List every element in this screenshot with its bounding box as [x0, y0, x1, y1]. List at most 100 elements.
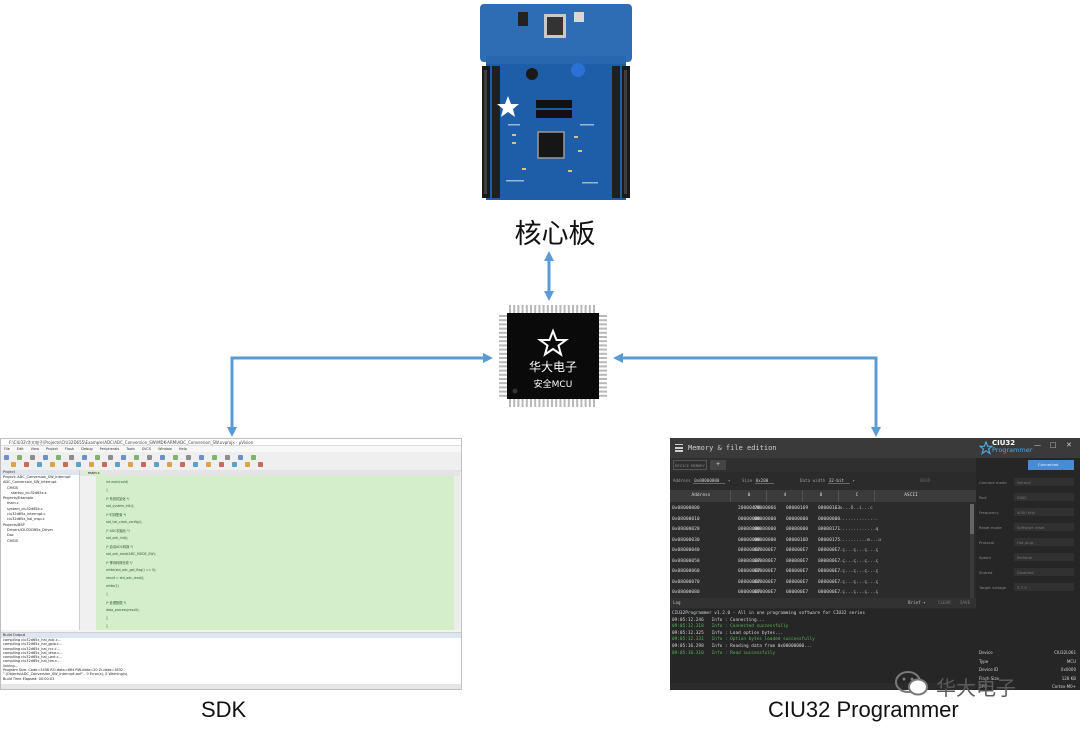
watermark-text: 华大电子	[936, 676, 1016, 700]
memory-scrollbar[interactable]	[970, 504, 974, 600]
menu-item-flash[interactable]: Flash	[64, 447, 75, 451]
setting-field[interactable]: Reliable	[1014, 553, 1074, 561]
toolbar-icon[interactable]	[225, 455, 230, 460]
toolbar-icon[interactable]	[82, 455, 87, 460]
toolbar-icon[interactable]	[101, 462, 107, 467]
log-area: CIU32Programmer v1.2.0 - All in one prog…	[670, 609, 976, 683]
setting-field[interactable]: Software reset	[1014, 523, 1074, 531]
editor-scrollbar[interactable]	[454, 476, 460, 630]
memory-ascii: ..x...Ò..i...c	[834, 506, 873, 511]
memory-cell: 080000E7	[818, 590, 841, 595]
toolbar-icon[interactable]	[205, 462, 211, 467]
build-output-line: compiling ciu32d65x_hal_tim.c...	[3, 659, 61, 664]
toolbar-icon[interactable]	[95, 455, 100, 460]
data-width-control[interactable]: Data width 32-bit ▾	[800, 478, 855, 484]
toolbar-icon[interactable]	[88, 462, 94, 467]
setting-field[interactable]: 4000 kHz	[1014, 508, 1074, 516]
project-tree-item[interactable]: ADC_Conversion_SW_Interrupt	[3, 480, 57, 485]
toolbar-icon[interactable]	[4, 455, 9, 460]
toolbar-icon[interactable]	[43, 455, 48, 460]
tab-device-memory[interactable]: DEVICE MEMORY	[673, 460, 707, 470]
toolbar-icon[interactable]	[134, 455, 139, 460]
menu-item-edit[interactable]: Edit	[16, 447, 24, 451]
menu-item-tools[interactable]: Tools	[126, 447, 135, 451]
menu-item-project[interactable]: Project	[45, 447, 58, 451]
menu-item-window[interactable]: Window	[158, 447, 172, 451]
menu-item-file[interactable]: File	[4, 447, 10, 451]
maximize-icon[interactable]: □	[1050, 441, 1057, 449]
toolbar-icon[interactable]	[160, 455, 165, 460]
code-area[interactable]: int main(void){ /* 系统初始化 */ std_system_i…	[96, 476, 454, 630]
connect-button[interactable]	[1028, 460, 1074, 470]
project-tree-item[interactable]: Drivers/CIU32D65x_Driver	[7, 527, 54, 532]
address-control[interactable]: Address 0x08000000 ▾	[673, 478, 731, 484]
toolbar-icon[interactable]	[199, 455, 204, 460]
toolbar-icon[interactable]	[140, 462, 146, 467]
toolbar-icon[interactable]	[36, 462, 42, 467]
toolbar-icon[interactable]	[238, 455, 243, 460]
toolbar-icon[interactable]	[153, 462, 159, 467]
menu-item-help[interactable]: Help	[178, 447, 187, 451]
menu-icon[interactable]	[675, 444, 683, 452]
menu-item-view[interactable]: View	[30, 447, 39, 451]
toolbar-icon[interactable]	[147, 455, 152, 460]
tab-main-c[interactable]: main.c	[84, 471, 104, 475]
setting-field[interactable]: SWD	[1014, 493, 1074, 501]
toolbar-icon[interactable]	[75, 462, 81, 467]
project-tree-item[interactable]: CMSIS	[7, 538, 18, 543]
project-tree-item[interactable]: Project: ADC_Conversion_SW_Interrupt	[3, 475, 71, 479]
setting-field[interactable]: Normal	[1014, 478, 1074, 486]
toolbar-icon[interactable]	[192, 462, 198, 467]
close-icon[interactable]: ✕	[1066, 441, 1072, 449]
toolbar-icon[interactable]	[218, 462, 224, 467]
toolbar-icon[interactable]	[231, 462, 237, 467]
project-tree-item[interactable]: startup_ciu32d65x.s	[11, 490, 47, 495]
project-tree-item[interactable]: Projects/BSP	[3, 522, 25, 527]
project-tree-item[interactable]: ciu32d65x_interrupt.c	[7, 512, 46, 517]
toolbar-icon[interactable]	[186, 455, 191, 460]
size-control[interactable]: Size 0x200	[742, 474, 775, 488]
read-button[interactable]: READ	[920, 478, 931, 483]
project-tree-item[interactable]: ciu32d65x_hal_msp.c	[7, 517, 45, 522]
toolbar-icon[interactable]	[173, 455, 178, 460]
toolbar-icon[interactable]	[56, 455, 61, 460]
project-tree-item[interactable]: system_ciu32d65x.c	[7, 506, 43, 511]
minimize-icon[interactable]: —	[1034, 441, 1041, 449]
toolbar-icon[interactable]	[212, 455, 217, 460]
log-clear-button[interactable]: CLEAR	[938, 600, 951, 605]
project-tree-item[interactable]: Doc	[7, 533, 14, 538]
log-save-button[interactable]: SAVE	[960, 600, 971, 605]
sdk-menu-bar: File Edit View Project Flash Debug Peripherals…	[1, 446, 461, 452]
toolbar-icon[interactable]	[30, 455, 35, 460]
toolbar-icon[interactable]	[166, 462, 172, 467]
toolbar-icon[interactable]	[69, 455, 74, 460]
project-tree-item[interactable]: CMSIS	[7, 485, 18, 490]
setting-field[interactable]: Disabled	[1014, 568, 1074, 576]
toolbar-icon[interactable]	[251, 455, 256, 460]
setting-field[interactable]: 3.3 V	[1014, 583, 1074, 591]
toolbar-icon[interactable]	[114, 462, 120, 467]
add-tab-button[interactable]: +	[710, 460, 726, 470]
toolbar-icon[interactable]	[49, 462, 55, 467]
toolbar-icon[interactable]	[127, 462, 133, 467]
toolbar-icon[interactable]	[23, 462, 29, 467]
toolbar-icon[interactable]	[108, 455, 113, 460]
sdk-project-panel: Project Project: ADC_Conversion_SW_Inter…	[1, 470, 80, 630]
toolbar-icon[interactable]	[121, 455, 126, 460]
toolbar-icon[interactable]	[62, 462, 68, 467]
code-line: while(std_adc_get_flag() == 0);	[106, 568, 157, 572]
setting-field[interactable]: Hot plug	[1014, 538, 1074, 546]
project-tree-item[interactable]: Projects/Example	[3, 496, 34, 501]
log-level-select[interactable]: Brief ▾	[908, 600, 926, 605]
project-tree-item[interactable]: main.c	[7, 501, 19, 506]
toolbar-icon[interactable]	[244, 462, 250, 467]
toolbar-icon[interactable]	[17, 455, 22, 460]
toolbar-icon[interactable]	[179, 462, 185, 467]
menu-item-peripherals[interactable]: Peripherals	[99, 447, 120, 451]
toolbar-icon[interactable]	[10, 462, 16, 467]
menu-item-debug[interactable]: Debug	[81, 447, 93, 451]
toolbar-icon[interactable]	[257, 462, 263, 467]
menu-item-svcs[interactable]: SVCS	[141, 447, 152, 451]
